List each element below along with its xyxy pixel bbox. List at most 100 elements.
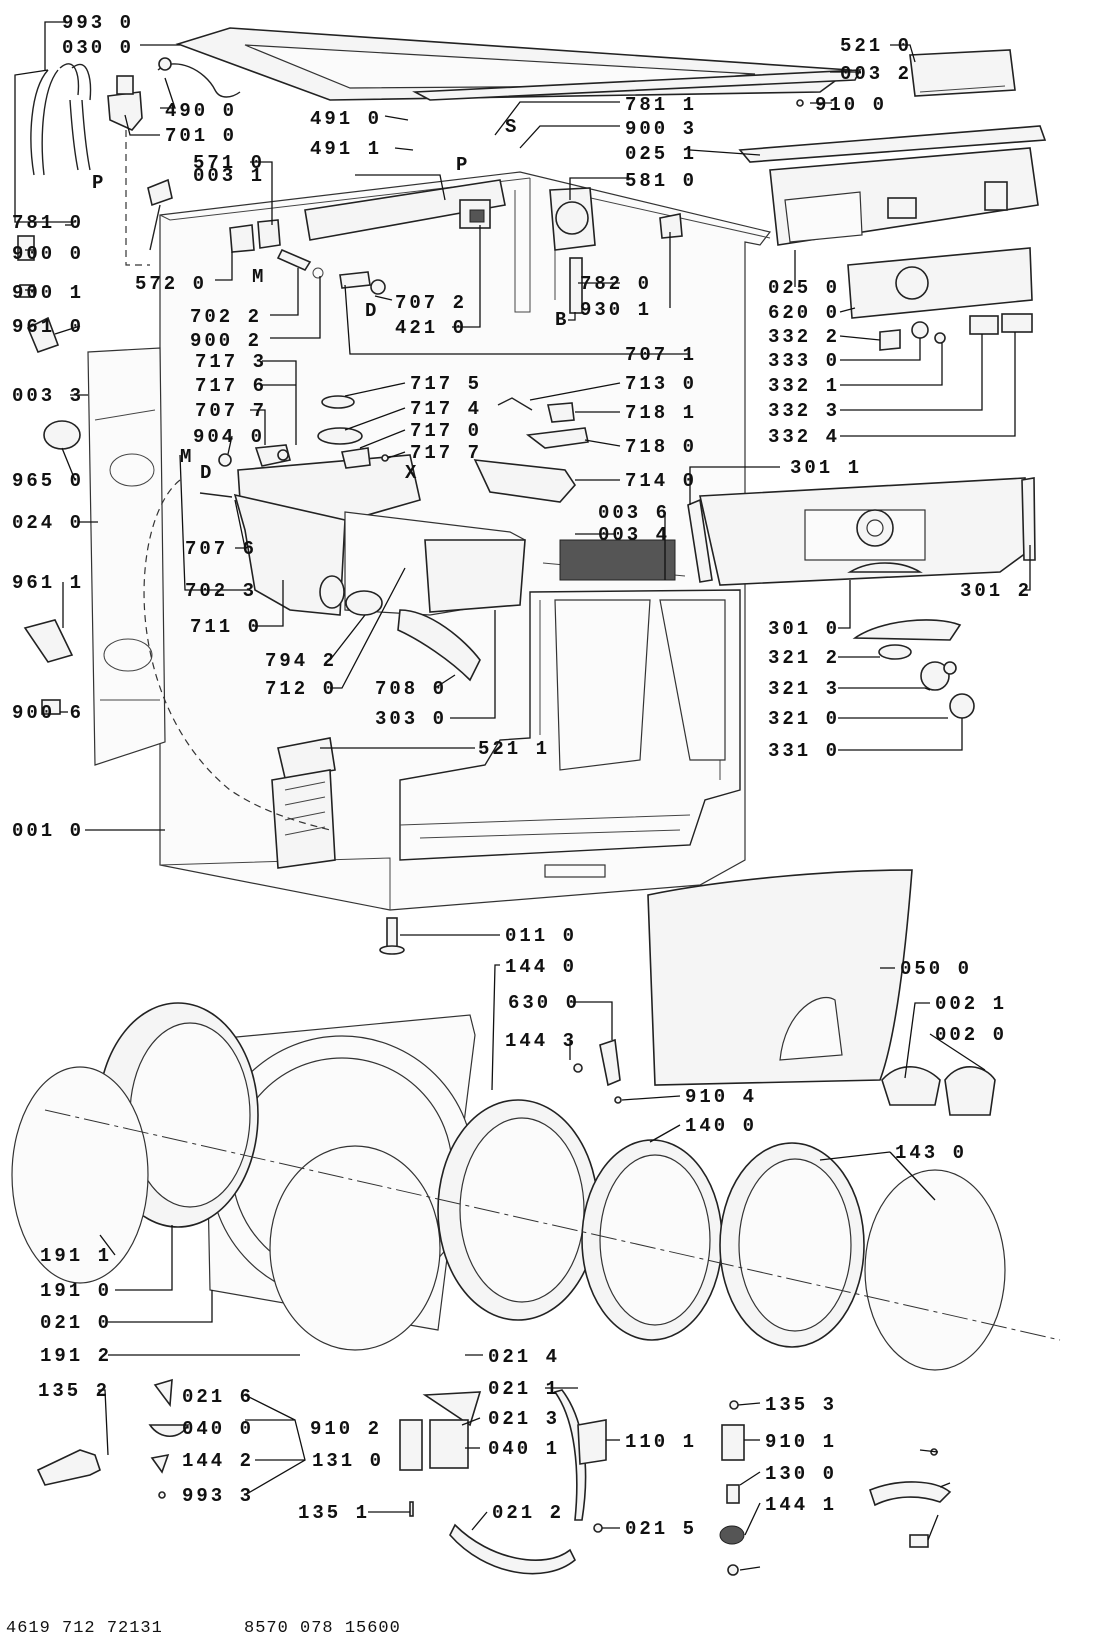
top-cover [175,27,862,101]
callout-label: 782 0 [580,273,652,295]
door-hinge-frame [437,1099,599,1321]
callout-label: 332 2 [768,326,840,348]
callout-label: 707 7 [195,400,267,422]
callout-label: 131 0 [312,1450,384,1472]
callout-label: 332 4 [768,426,840,448]
callout-label: 961 0 [12,316,84,338]
callout-label: 717 0 [410,420,482,442]
callout-label: 713 0 [625,373,697,395]
callout-label: 717 3 [195,351,267,373]
callout-label: 702 2 [190,306,262,328]
callout-label: 301 1 [790,457,862,479]
callout-label: 910 4 [685,1086,757,1108]
callout-label: 050 0 [900,958,972,980]
callout-label: 144 3 [505,1030,577,1052]
footer-right-code: 8570 078 15600 [244,1619,401,1638]
callout-label: 718 0 [625,436,697,458]
callout-label: 910 2 [310,1418,382,1440]
callout-label: 702 3 [185,580,257,602]
letter-tag: M [180,446,192,468]
callout-label: 002 1 [935,993,1007,1015]
callout-label: 144 0 [505,956,577,978]
callout-label: 321 2 [768,647,840,669]
callout-label: 900 2 [190,330,262,352]
callout-label: 025 1 [625,143,697,165]
dispenser-small-parts [254,395,589,503]
callout-label: 717 5 [410,373,482,395]
inner-components [229,179,683,314]
callout-label: 571 0 [193,152,265,174]
callout-label: 900 3 [625,118,697,140]
pressure-hose [157,57,241,98]
callout-label: 714 0 [625,470,697,492]
callout-label: 140 0 [685,1115,757,1137]
callout-label: 021 2 [492,1502,564,1524]
callout-label: 993 3 [182,1485,254,1507]
callout-label: 620 0 [768,302,840,324]
callout-label: 421 0 [395,317,467,339]
letter-tag: P [456,154,468,176]
letter-tag: P [92,172,104,194]
callout-label: 135 1 [298,1502,370,1524]
callout-label: 003 4 [598,524,670,546]
callout-label: 904 0 [193,426,265,448]
callout-label: 630 0 [508,992,580,1014]
callout-label: 130 0 [765,1463,837,1485]
dispenser-housing [199,453,526,682]
letter-tag: D [365,300,377,322]
callout-label: 040 0 [182,1418,254,1440]
front-control-panel [542,477,1036,719]
callout-label: 331 0 [768,740,840,762]
rear-panel [17,235,166,766]
callout-label: 910 0 [815,94,887,116]
callout-label: 030 0 [62,37,134,59]
callout-label: 572 0 [135,273,207,295]
callout-label: 794 2 [265,650,337,672]
callout-label: 021 0 [40,1312,112,1334]
inlet-hose [30,63,92,176]
callout-label: 003 1 [193,165,265,187]
callout-label: 961 1 [12,572,84,594]
glass-shield [11,1066,149,1284]
callout-label: 025 0 [768,277,840,299]
adjustable-foot [379,917,405,955]
callout-label: 021 1 [488,1378,560,1400]
callout-label: 521 1 [478,738,550,760]
callout-label: 717 6 [195,375,267,397]
callout-label: 191 0 [40,1280,112,1302]
callout-label: 021 6 [182,1386,254,1408]
callout-label: 491 1 [310,138,382,160]
callout-label: 900 6 [12,702,84,724]
callout-label: 521 0 [840,35,912,57]
letter-tag: M [252,266,264,288]
callout-label: 144 2 [182,1450,254,1472]
callout-label: 321 3 [768,678,840,700]
callout-label: 717 4 [410,398,482,420]
callout-label: 930 1 [580,299,652,321]
letter-tag: S [505,116,517,138]
callout-label: 781 1 [625,94,697,116]
letter-tag: D [200,462,212,484]
callout-label: 900 0 [12,243,84,265]
valve-body [107,75,173,266]
electronic-module [271,737,336,869]
callout-label: 002 0 [935,1024,1007,1046]
callout-label: 135 2 [38,1380,110,1402]
callout-label: 910 1 [765,1431,837,1453]
callout-label: 003 6 [598,502,670,524]
callout-label: 135 3 [765,1394,837,1416]
callout-label: 717 7 [410,442,482,464]
callout-label: 021 5 [625,1518,697,1540]
callout-label: 110 1 [625,1431,697,1453]
callout-label: 191 1 [40,1245,112,1267]
callout-label: 712 0 [265,678,337,700]
callout-label: 040 1 [488,1438,560,1460]
callout-label: 333 0 [768,350,840,372]
callout-label: 581 0 [625,170,697,192]
door-outer-ring [719,1142,865,1348]
callout-label: 144 1 [765,1494,837,1516]
door-glass [269,1145,441,1351]
callout-label: 707 2 [395,292,467,314]
leader-lines [14,21,1031,1571]
